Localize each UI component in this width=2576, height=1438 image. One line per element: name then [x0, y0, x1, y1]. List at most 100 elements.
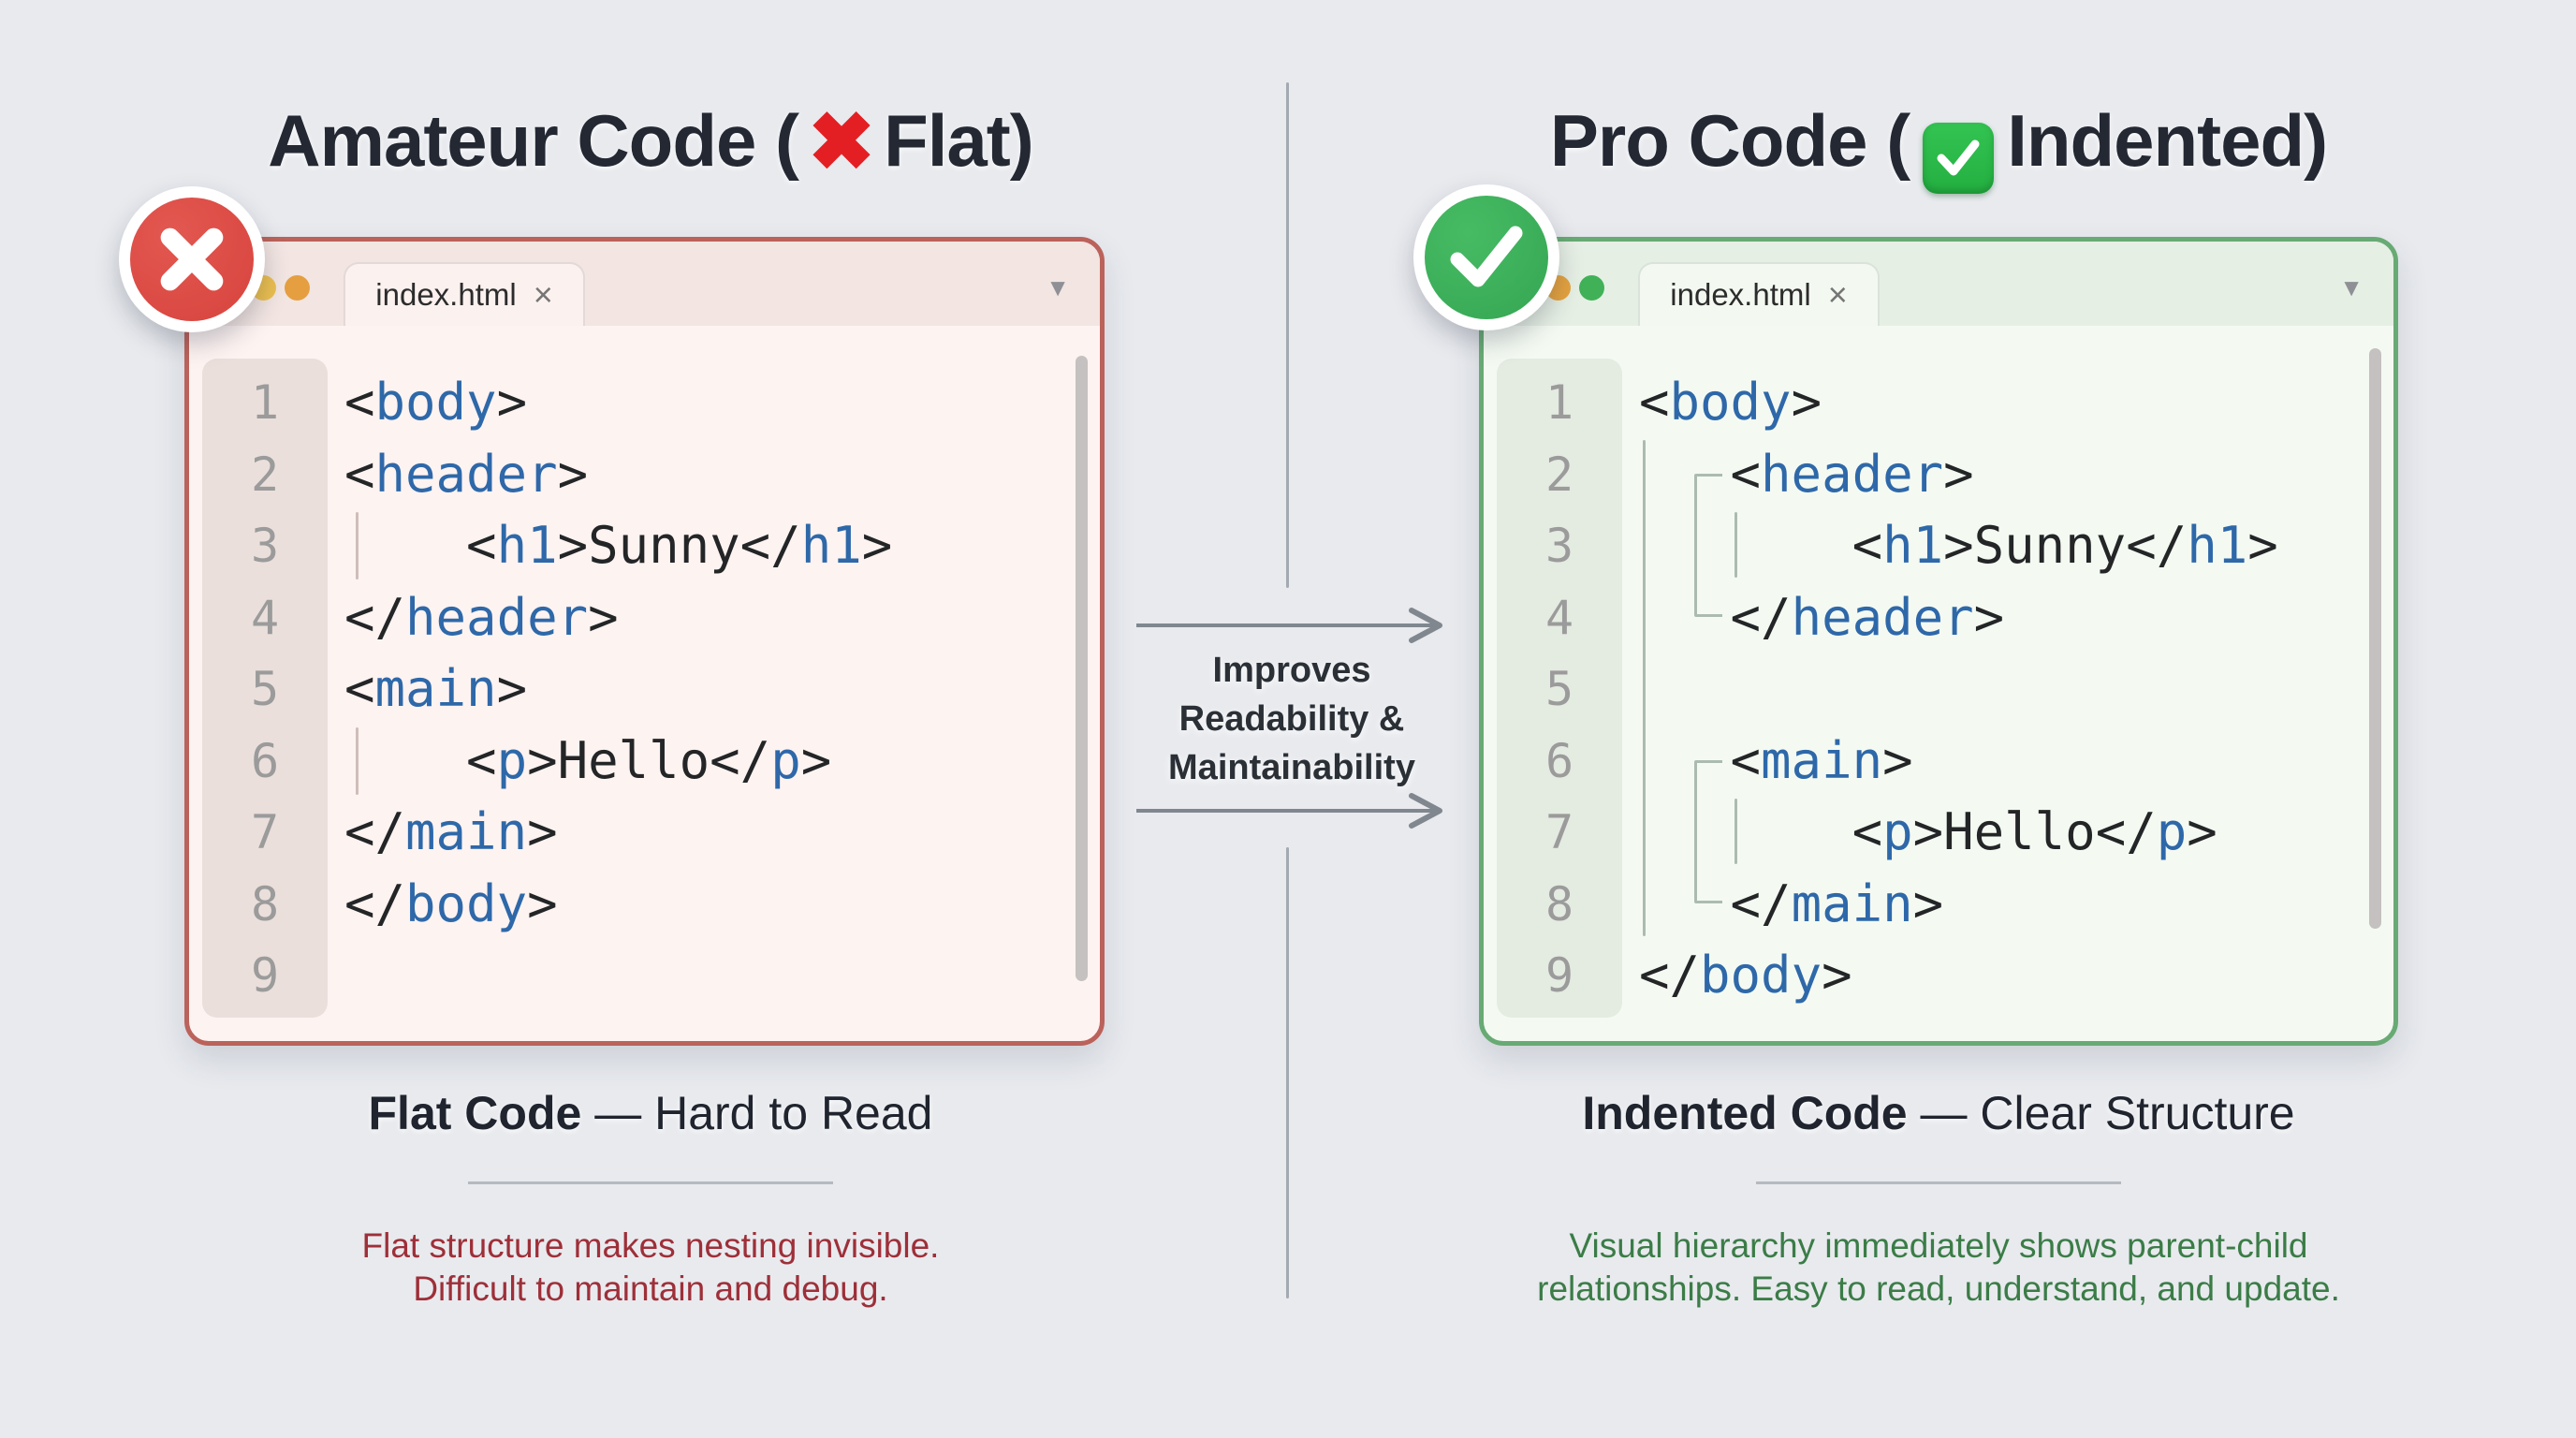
check-mark-emoji-icon [1923, 123, 1995, 194]
code-line: </body> [344, 873, 558, 933]
line-number: 5 [250, 662, 280, 716]
code-line: </header> [344, 587, 619, 647]
left-caption-note: Flat structure makes nesting invisible. … [0, 1225, 1301, 1311]
line-number: 8 [250, 876, 280, 932]
arrow-note-line: Improves [1212, 651, 1371, 690]
success-badge [1413, 184, 1559, 330]
line-number: 6 [250, 733, 280, 788]
arrow-note-line: Maintainability [1168, 748, 1415, 787]
check-icon [1425, 196, 1548, 319]
right-scrollbar[interactable] [2369, 348, 2381, 929]
right-caption-heading: Indented Code — Clear Structure [1301, 1086, 2576, 1140]
left-code-lines: <body> <header> <h1>Sunny</h1> </header> <m… [344, 367, 1072, 1012]
line-number: 9 [250, 948, 280, 1003]
right-note-line: relationships. Easy to read, understand,… [1537, 1269, 2340, 1308]
line-number: 4 [1544, 590, 1574, 645]
left-caption-strong: Flat Code [368, 1087, 582, 1139]
line-number: 5 [1544, 662, 1574, 716]
right-line-numbers: 1 2 3 4 5 6 7 8 9 [1497, 367, 1622, 1012]
block-bracket-guide [1694, 474, 1722, 617]
line-number: 9 [1544, 948, 1574, 1003]
indent-guide [1734, 799, 1737, 864]
line-number: 2 [250, 447, 280, 502]
code-line: <main> [344, 659, 528, 718]
left-note-line: Difficult to maintain and debug. [413, 1269, 888, 1308]
window-dot-icon[interactable] [285, 275, 310, 301]
right-tab-bar: index.html × ▼ [1484, 242, 2393, 326]
code-line: <p>Hello</p> [1639, 802, 2217, 861]
code-line: </body> [1639, 946, 1852, 1005]
left-title: Amateur Code (✖Flat) [0, 86, 1301, 195]
left-note-line: Flat structure makes nesting invisible. [361, 1226, 940, 1265]
divider-line [1286, 82, 1289, 588]
tab-close-icon[interactable]: × [1827, 275, 1848, 314]
right-editor-window: index.html × ▼ 1 2 3 4 5 6 7 8 9 <body> <header>… [1479, 237, 2398, 1046]
line-number: 6 [1544, 733, 1574, 788]
line-number: 3 [1544, 519, 1574, 573]
code-line [1639, 653, 2365, 726]
line-number: 3 [250, 519, 280, 573]
x-icon [130, 198, 254, 321]
left-tab-index-html[interactable]: index.html × [344, 262, 585, 326]
right-caption-strong: Indented Code [1582, 1087, 1908, 1139]
code-line: <body> [344, 373, 528, 432]
left-editor-window: index.html × ▼ 1 2 3 4 5 6 7 8 9 <body> <header> … [184, 237, 1105, 1046]
left-title-suffix: Flat) [884, 99, 1034, 182]
right-title-prefix: Pro Code ( [1549, 99, 1910, 182]
indent-guide [356, 727, 359, 795]
right-caption-rest: — Clear Structure [1907, 1087, 2295, 1139]
code-line: <h1>Sunny</h1> [344, 516, 893, 575]
line-number: 7 [250, 805, 280, 859]
right-code-editor-area[interactable]: 1 2 3 4 5 6 7 8 9 <body> <header> <h1>Sunny</h1>… [1484, 326, 2393, 1041]
right-arrow-icon [1136, 793, 1442, 829]
line-number: 1 [250, 375, 280, 430]
tab-label: index.html [375, 277, 517, 312]
left-editor-gutter: 1 2 3 4 5 6 7 8 9 [202, 359, 328, 1018]
right-note-line: Visual hierarchy immediately shows paren… [1569, 1226, 2308, 1265]
divider-line [1286, 847, 1289, 1299]
line-number: 8 [1544, 876, 1574, 932]
caption-divider [468, 1181, 833, 1184]
tab-label: index.html [1670, 277, 1811, 312]
code-line: <main> [1639, 730, 1913, 790]
caption-divider [1756, 1181, 2121, 1184]
right-editor-gutter: 1 2 3 4 5 6 7 8 9 [1497, 359, 1622, 1018]
arrow-note-line: Readability & [1178, 699, 1405, 739]
code-line: </header> [1639, 587, 2005, 647]
indent-guide [1643, 440, 1646, 936]
code-line: <header> [1639, 444, 1974, 504]
code-line [344, 940, 1072, 1012]
right-title: Pro Code ( Indented) [1301, 86, 2576, 195]
cross-mark-emoji-icon: ✖ [808, 97, 875, 187]
line-number: 4 [250, 590, 280, 645]
code-line: </main> [344, 802, 558, 861]
error-badge [119, 186, 265, 332]
chevron-down-icon[interactable]: ▼ [1046, 273, 1070, 301]
right-caption-note: Visual hierarchy immediately shows paren… [1301, 1225, 2576, 1311]
left-caption-rest: — Hard to Read [581, 1087, 933, 1139]
code-line: <header> [344, 444, 589, 504]
left-title-prefix: Amateur Code ( [268, 99, 799, 182]
arrow-note: Improves Readability & Maintainability [1119, 646, 1465, 792]
left-caption-heading: Flat Code — Hard to Read [0, 1086, 1301, 1140]
left-line-numbers: 1 2 3 4 5 6 7 8 9 [202, 367, 328, 1012]
line-number: 1 [1544, 375, 1574, 430]
right-code-lines: <body> <header> <h1>Sunny</h1> </header>… [1639, 367, 2365, 1012]
left-scrollbar[interactable] [1076, 356, 1088, 981]
right-arrow-icon [1136, 608, 1442, 643]
line-number: 2 [1544, 447, 1574, 502]
code-line: <p>Hello</p> [344, 730, 832, 790]
chevron-down-icon[interactable]: ▼ [2339, 273, 2364, 301]
block-bracket-guide [1694, 760, 1722, 903]
right-title-suffix: Indented) [2007, 99, 2328, 182]
tab-close-icon[interactable]: × [533, 275, 553, 314]
indent-guide [356, 512, 359, 580]
right-tab-index-html[interactable]: index.html × [1638, 262, 1880, 326]
code-line: <body> [1639, 373, 1822, 432]
code-line: <h1>Sunny</h1> [1639, 516, 2278, 575]
line-number: 7 [1544, 805, 1574, 859]
window-dot-icon[interactable] [1579, 275, 1604, 301]
left-tab-bar: index.html × ▼ [189, 242, 1100, 326]
